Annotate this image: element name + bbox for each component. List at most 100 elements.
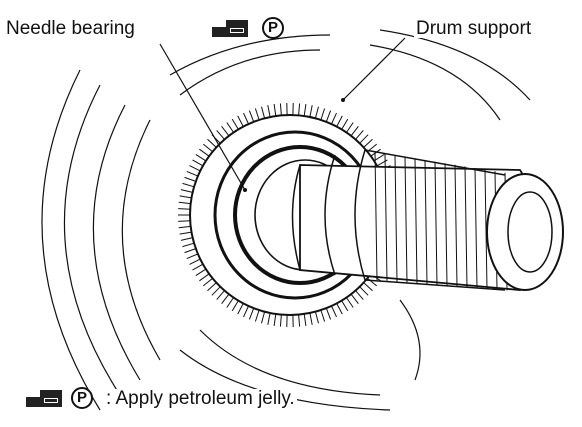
spline-line: [464, 166, 468, 288]
ring-tick: [273, 313, 277, 326]
ring-tick: [279, 103, 282, 116]
ring-tick: [309, 312, 313, 325]
ring-tick: [248, 110, 255, 122]
ring-tick: [216, 290, 225, 300]
ring-tick: [237, 115, 244, 127]
spline-line: [444, 163, 448, 286]
spline-line: [414, 158, 418, 284]
ring-tick: [178, 201, 191, 205]
ring-tick: [243, 112, 249, 125]
ring-tick: [320, 309, 326, 322]
ring-tick: [184, 248, 196, 254]
shaft-step-1: [291, 164, 301, 271]
ring-tick: [345, 122, 354, 133]
spline-line: [474, 167, 478, 289]
ring-tick: [314, 106, 319, 119]
ring-tick: [359, 286, 369, 296]
ring-tick: [363, 282, 373, 292]
ring-tick: [331, 112, 337, 125]
ring-tick: [345, 297, 354, 308]
shaft-top-edge: [364, 149, 506, 176]
ring-tick: [370, 148, 381, 157]
ring-tick: [363, 138, 373, 148]
ring-tick: [254, 309, 260, 322]
ring-tick: [179, 231, 192, 235]
spline-line: [394, 155, 398, 282]
shaft-step-3: [354, 149, 366, 281]
ring-tick: [341, 300, 349, 312]
ring-tick: [355, 130, 364, 140]
ring-tick: [298, 103, 301, 116]
ring-tick: [367, 277, 378, 287]
ring-tick: [192, 263, 204, 271]
shaft-step-2: [324, 154, 336, 276]
ring-tick: [189, 258, 201, 265]
spline-line: [404, 156, 408, 283]
ring-tick: [216, 130, 225, 140]
ring-tick: [192, 159, 204, 167]
ring-tick: [309, 105, 313, 118]
ring-tick: [184, 176, 196, 182]
ring-tick: [221, 125, 230, 137]
ring-tick: [178, 220, 191, 222]
ring-tick: [331, 305, 337, 318]
spline-line: [454, 164, 458, 287]
ring-tick: [231, 300, 239, 312]
needle-bearing-leader-dot: [243, 188, 247, 192]
ring-tick: [336, 303, 343, 315]
ring-tick: [341, 118, 349, 130]
ring-tick: [189, 165, 201, 172]
ring-tick: [243, 305, 249, 318]
ring-tick: [267, 105, 271, 118]
ring-tick: [221, 293, 230, 305]
ring-tick: [376, 159, 388, 167]
ring-tick: [211, 286, 221, 296]
needle-bearing-leader: [159, 43, 246, 191]
drum-support-leader: [342, 37, 406, 101]
ring-tick: [178, 208, 191, 210]
legend-text: : Apply petroleum jelly.: [104, 388, 297, 409]
needle-bearing-label: Needle bearing: [4, 18, 137, 39]
ring-tick: [325, 308, 332, 320]
ring-tick: [359, 134, 369, 144]
ring-tick: [336, 115, 343, 127]
ring-tick: [248, 308, 255, 320]
ring-tick: [195, 268, 207, 277]
ring-tick: [195, 153, 207, 162]
ring-tick: [207, 138, 217, 148]
ring-tick: [261, 311, 266, 324]
spline-line: [484, 169, 488, 289]
circled-p-icon: P: [71, 387, 93, 409]
ring-tick: [279, 314, 282, 327]
ring-tick: [237, 303, 244, 315]
ring-tick: [314, 311, 319, 324]
ring-tick: [226, 297, 235, 308]
ring-tick: [261, 106, 266, 119]
ring-tick: [350, 125, 359, 137]
ring-tick: [254, 108, 260, 121]
spline-line: [384, 153, 388, 281]
ring-tick: [303, 104, 307, 117]
ring-tick: [182, 182, 195, 188]
ring-tick: [178, 225, 191, 229]
ring-tick: [373, 153, 385, 162]
ring-tick: [180, 189, 193, 193]
ring-tick: [267, 312, 271, 325]
shaft-bottom-edge: [364, 279, 506, 291]
ring-tick: [186, 253, 199, 260]
ring-tick: [320, 108, 326, 121]
ring-tick: [226, 122, 235, 133]
ring-tick: [273, 104, 277, 117]
vibration-arcs: [41, 29, 531, 411]
shaft-end-inner: [507, 191, 553, 273]
ring-tick: [325, 110, 332, 122]
drum-support-label: Drum support: [414, 18, 534, 39]
petroleum-jelly-tool-icon: [212, 20, 248, 37]
ring-tick: [207, 282, 217, 292]
spline-line: [434, 161, 438, 285]
ring-tick: [199, 273, 210, 282]
ring-tick: [182, 242, 195, 248]
ring-tick: [202, 143, 213, 153]
spline-line: [424, 159, 428, 285]
